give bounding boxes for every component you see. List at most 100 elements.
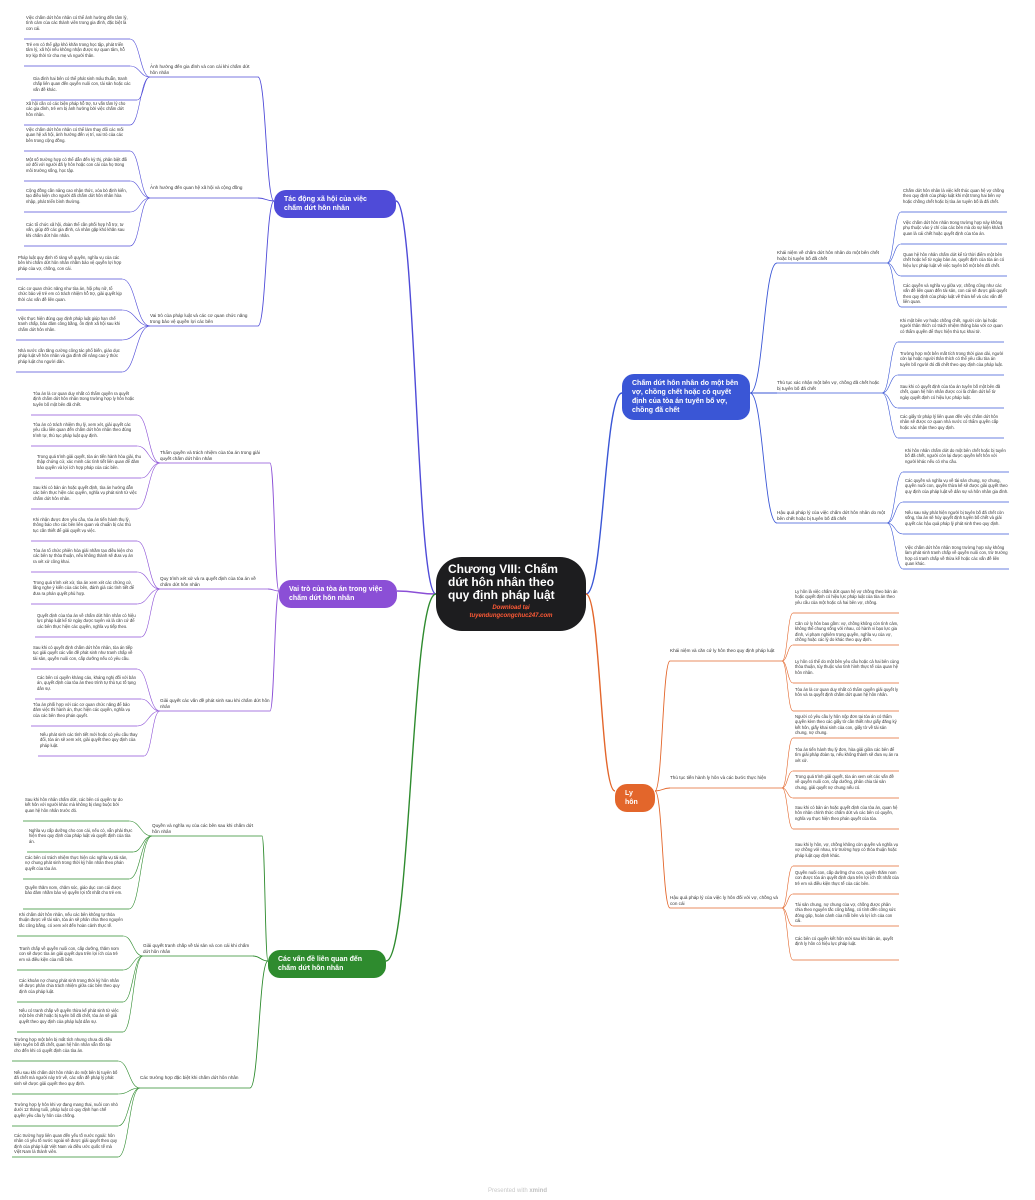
subtopic[interactable]: Vai trò của pháp luật và các cơ quan chứ… — [150, 313, 248, 324]
root-to-main-connector — [395, 200, 437, 595]
central-topic-website[interactable]: tuyendungcongchuc247.com — [469, 613, 553, 619]
leaf-topic[interactable]: Các bên có trách nhiệm thực hiện các ngh… — [25, 855, 128, 871]
subtopic-to-leaf-connector — [136, 668, 161, 712]
subtopic[interactable]: Ảnh hưởng đến quan hệ xã hội và cộng đồn… — [150, 185, 243, 190]
leaf-topic[interactable]: Tranh chấp về quyền nuôi con, cấp dưỡng,… — [19, 946, 119, 962]
leaf-topic[interactable]: Cộng đồng cần nâng cao nhận thức, xóa bỏ… — [26, 188, 127, 204]
subtopic[interactable]: Quyền và nghĩa vụ của các bên sau khi ch… — [152, 823, 254, 834]
leaf-topic[interactable]: Sau khi ly hôn, vợ, chồng không còn quyề… — [795, 842, 899, 858]
leaf-topic[interactable]: Trong quá trình xét xử, tòa án xem xét c… — [33, 580, 135, 596]
leaf-topic[interactable]: Sau khi có bản án hoặc quyết định, tòa á… — [33, 485, 137, 501]
main-topic-5[interactable]: Ly hôn — [615, 784, 655, 812]
leaf-topic[interactable]: Trường hợp ly hôn khi vợ đang mang thai,… — [14, 1102, 118, 1118]
root-to-main-connector — [385, 593, 437, 962]
leaf-topic[interactable]: Việc thực hiện đúng quy định pháp luật g… — [18, 316, 120, 332]
leaf-topic[interactable]: Việc chấm dứt hôn nhân có thể làm thay đ… — [26, 127, 124, 143]
subtopic-to-leaf-connector — [128, 835, 153, 910]
leaf-topic[interactable]: Quyền nuôi con, cấp dưỡng cho con, quyền… — [795, 870, 899, 886]
leaf-topic[interactable]: Gia đình hai bên có thể phát sinh mâu th… — [33, 76, 131, 92]
subtopic[interactable]: Ảnh hưởng đến gia đình và con cái khi ch… — [150, 64, 250, 75]
leaf-topic[interactable]: Việc chấm dứt hôn nhân trong trường hợp … — [905, 545, 1008, 567]
leaf-topic[interactable]: Nếu phát sinh các tình tiết mới hoặc có … — [40, 732, 138, 748]
subtopic-to-leaf-connector — [129, 197, 151, 247]
subtopic-to-leaf-connector — [886, 522, 904, 570]
leaf-topic[interactable]: Các bên có quyền kháng cáo, kháng nghị đ… — [37, 675, 136, 691]
main-topic-2[interactable]: Vai trò của tòa án trong việc chấm dứt h… — [279, 580, 397, 608]
subtopic[interactable]: Hậu quả pháp lý của việc ly hôn đối với … — [670, 895, 778, 906]
leaf-topic[interactable]: Xã hội cần có các biện pháp hỗ trợ, tư v… — [26, 101, 126, 117]
leaf-topic[interactable]: Tài sản chung, nợ chung của vợ, chồng đư… — [795, 902, 896, 924]
subtopic[interactable]: Quy trình xét xử và ra quyết định của tò… — [160, 576, 256, 587]
leaf-topic[interactable]: Chấm dứt hôn nhân là việc kết thúc quan … — [903, 188, 1004, 204]
main-topic-1[interactable]: Tác động xã hội của việc chấm dứt hôn nh… — [274, 190, 396, 218]
main-topic-3[interactable]: Các vấn đề liên quan đến chấm dứt hôn nh… — [268, 950, 386, 978]
subtopic[interactable]: Giải quyết tranh chấp về tài sản và con … — [143, 943, 250, 954]
leaf-topic[interactable]: Tòa án tổ chức phiên hòa giải nhằm tạo đ… — [33, 548, 133, 564]
subtopic[interactable]: Các trường hợp đặc biệt khi chấm dứt hôn… — [140, 1075, 239, 1080]
central-topic[interactable]: Chương VIII: Chấm dứt hôn nhân theo quy … — [436, 557, 586, 631]
leaf-topic[interactable]: Trường hợp một bên bị mất tích nhưng chư… — [14, 1037, 113, 1053]
leaf-topic[interactable]: Nhà nước cần tăng cường công tác phổ biế… — [18, 348, 120, 364]
leaf-topic[interactable]: Các giấy tờ pháp lý liên quan đến việc c… — [900, 414, 999, 430]
leaf-topic[interactable]: Tòa án có trách nhiệm thụ lý, xem xét, g… — [33, 422, 132, 438]
leaf-topic[interactable]: Các quyền và nghĩa vụ giữa vợ, chồng cũn… — [903, 283, 1007, 305]
leaf-topic[interactable]: Khi chấm dứt hôn nhân, nếu các bên không… — [19, 912, 123, 928]
leaf-topic[interactable]: Quan hệ hôn nhân chấm dứt kể từ thời điể… — [903, 252, 1005, 268]
leaf-topic[interactable]: Tòa án là cơ quan duy nhất có thẩm quyền… — [33, 391, 135, 407]
leaf-topic[interactable]: Người có yêu cầu ly hôn nộp đơn tại tòa … — [795, 714, 897, 736]
subtopic-to-leaf-connector — [781, 644, 794, 662]
main-to-subtopic-connector — [267, 588, 280, 592]
leaf-topic[interactable]: Các khoản nợ chung phát sinh trong thời … — [19, 978, 120, 994]
leaf-topic[interactable]: Trong quá trình giải quyết, tòa án xem x… — [795, 774, 894, 790]
leaf-topic[interactable]: Nếu sau khi chấm dứt hôn nhân do một bên… — [14, 1070, 118, 1086]
leaf-topic[interactable]: Ly hôn có thể do một bên yêu cầu hoặc cả… — [795, 659, 899, 675]
subtopic[interactable]: Giải quyết các vấn đề phát sinh sau khi … — [160, 698, 270, 709]
leaf-topic[interactable]: Sau khi có quyết định chấm dứt hôn nhân,… — [33, 645, 133, 661]
subtopic-to-leaf-connector — [122, 955, 144, 971]
subtopic[interactable]: Thẩm quyền và trách nhiệm của tòa án tro… — [160, 450, 260, 461]
leaf-topic[interactable]: Các bên có quyền kết hôn mới sau khi bản… — [795, 936, 893, 947]
leaf-topic[interactable]: Nếu có tranh chấp về quyền thừa kế phát … — [19, 1008, 119, 1024]
leaf-topic[interactable]: Căn cứ ly hôn bao gồm: vợ, chồng không c… — [795, 621, 899, 643]
leaf-topic[interactable]: Việc chấm dứt hôn nhân trong trường hợp … — [903, 220, 1004, 236]
leaf-topic[interactable]: Việc chấm dứt hôn nhân có thể ảnh hưởng … — [26, 15, 128, 31]
leaf-topic[interactable]: Tòa án tiến hành thụ lý đơn, hòa giải gi… — [795, 747, 899, 763]
leaf-topic[interactable]: Trong quá trình giải quyết, tòa án tiến … — [37, 454, 141, 470]
leaf-topic[interactable]: Pháp luật quy định rõ ràng về quyền, ngh… — [18, 255, 122, 271]
leaf-topic[interactable]: Nếu sau này phát hiện người bị tuyên bố … — [905, 510, 1004, 526]
leaf-topic[interactable]: Quyết định của tòa án về chấm dứt hôn nh… — [37, 613, 136, 629]
subtopic-to-leaf-connector — [117, 1060, 141, 1089]
leaf-topic[interactable]: Quyền thăm nom, chăm sóc, giáo dục con c… — [25, 885, 123, 896]
main-to-subtopic-connector — [261, 835, 269, 962]
leaf-topic[interactable]: Các cơ quan chức năng như tòa án, hội ph… — [18, 286, 122, 302]
subtopic[interactable]: Thủ tục xác nhận một bên vợ, chồng đã ch… — [777, 380, 880, 391]
leaf-topic[interactable]: Tòa án là cơ quan duy nhất có thẩm quyền… — [795, 687, 899, 698]
leaf-topic[interactable]: Sau khi có bản án hoặc quyết định của tò… — [795, 805, 898, 821]
leaf-topic[interactable]: Ly hôn là việc chấm dứt quan hệ vợ chồng… — [795, 589, 898, 605]
leaf-topic[interactable]: Sau khi có quyết định của tòa án tuyên b… — [900, 384, 1001, 400]
subtopic-to-leaf-connector — [136, 540, 161, 590]
leaf-topic[interactable]: Tòa án phối hợp với các cơ quan chức năn… — [33, 702, 131, 718]
subtopic[interactable]: Khái niệm về chấm dứt hôn nhân do một bê… — [777, 250, 879, 261]
leaf-topic[interactable]: Khi nhận được đơn yêu cầu, tòa án tiến h… — [33, 517, 131, 533]
leaf-topic[interactable]: Một số trường hợp có thể dẫn đến kỳ thị,… — [26, 157, 128, 173]
subtopic-to-leaf-connector — [881, 374, 899, 394]
subtopic[interactable]: Hậu quả pháp lý của việc chấm dứt hôn nh… — [777, 510, 886, 521]
subtopic-to-leaf-connector — [136, 571, 161, 590]
main-topic-4[interactable]: Chấm dứt hôn nhân do một bên vợ, chồng c… — [622, 374, 750, 420]
leaf-topic[interactable]: Trường hợp một bên mất tích trong thời g… — [900, 351, 1004, 367]
leaf-topic[interactable]: Các quyền và nghĩa vụ về tài sản chung, … — [905, 478, 1009, 494]
leaf-topic[interactable]: Trẻ em có thể gặp khó khăn trong học tập… — [26, 42, 125, 58]
leaf-topic[interactable]: Các trường hợp liên quan đến yếu tố nước… — [14, 1133, 118, 1155]
leaf-topic[interactable]: Nghĩa vụ cấp dưỡng cho con cái, nếu có, … — [29, 828, 133, 844]
main-to-subtopic-connector — [269, 590, 280, 712]
leaf-topic[interactable]: Các tổ chức xã hội, đoàn thể cần phối hợ… — [26, 222, 125, 238]
main-to-subtopic-connector — [249, 960, 269, 1089]
subtopic-to-leaf-connector — [886, 211, 902, 264]
subtopic[interactable]: Thủ tục tiến hành ly hôn và các bước thự… — [670, 775, 767, 780]
leaf-topic[interactable]: Khi một bên vợ hoặc chồng chết, người cò… — [900, 318, 1003, 334]
leaf-topic[interactable]: Khi hôn nhân chấm dứt do một bên chết ho… — [905, 448, 1006, 464]
subtopic[interactable]: Khái niệm và căn cứ ly hôn theo quy định… — [670, 648, 775, 653]
leaf-topic[interactable]: Sau khi hôn nhân chấm dứt, các bên có qu… — [25, 797, 123, 813]
watermark-prefix: Presented with — [487, 1188, 528, 1194]
